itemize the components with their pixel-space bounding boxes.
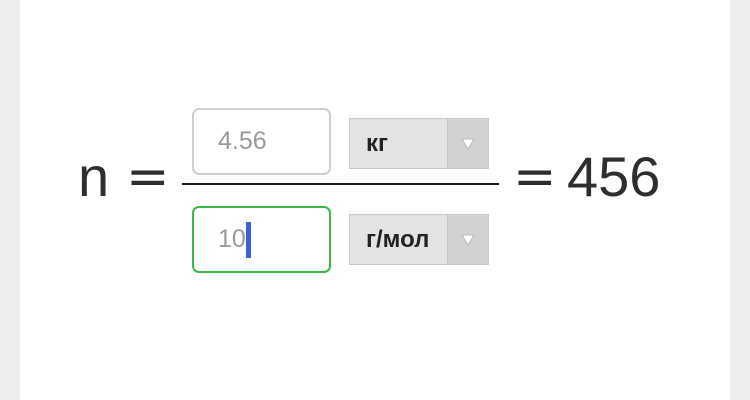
fraction-bar (182, 183, 499, 185)
chevron-down-icon[interactable] (447, 215, 488, 264)
mass-unit-label: кг (366, 129, 389, 157)
equals-sign-right: = (513, 147, 557, 207)
result-value: 456 (567, 145, 661, 208)
calculator-card (20, 0, 730, 400)
mass-input-value: 4.56 (218, 127, 267, 155)
variable-symbol: n (78, 145, 110, 208)
molar-mass-input-value: 10 (218, 225, 246, 253)
mass-unit-select[interactable]: кг (349, 118, 489, 169)
molar-mass-unit-select[interactable]: г/мол (349, 214, 489, 265)
chevron-down-icon[interactable] (447, 119, 488, 168)
molar-mass-input[interactable]: 10 (192, 206, 331, 273)
text-caret (245, 221, 251, 258)
mass-input[interactable]: 4.56 (192, 108, 331, 175)
equals-sign-left: = (126, 147, 170, 207)
molar-mass-unit-label: г/мол (366, 225, 430, 253)
